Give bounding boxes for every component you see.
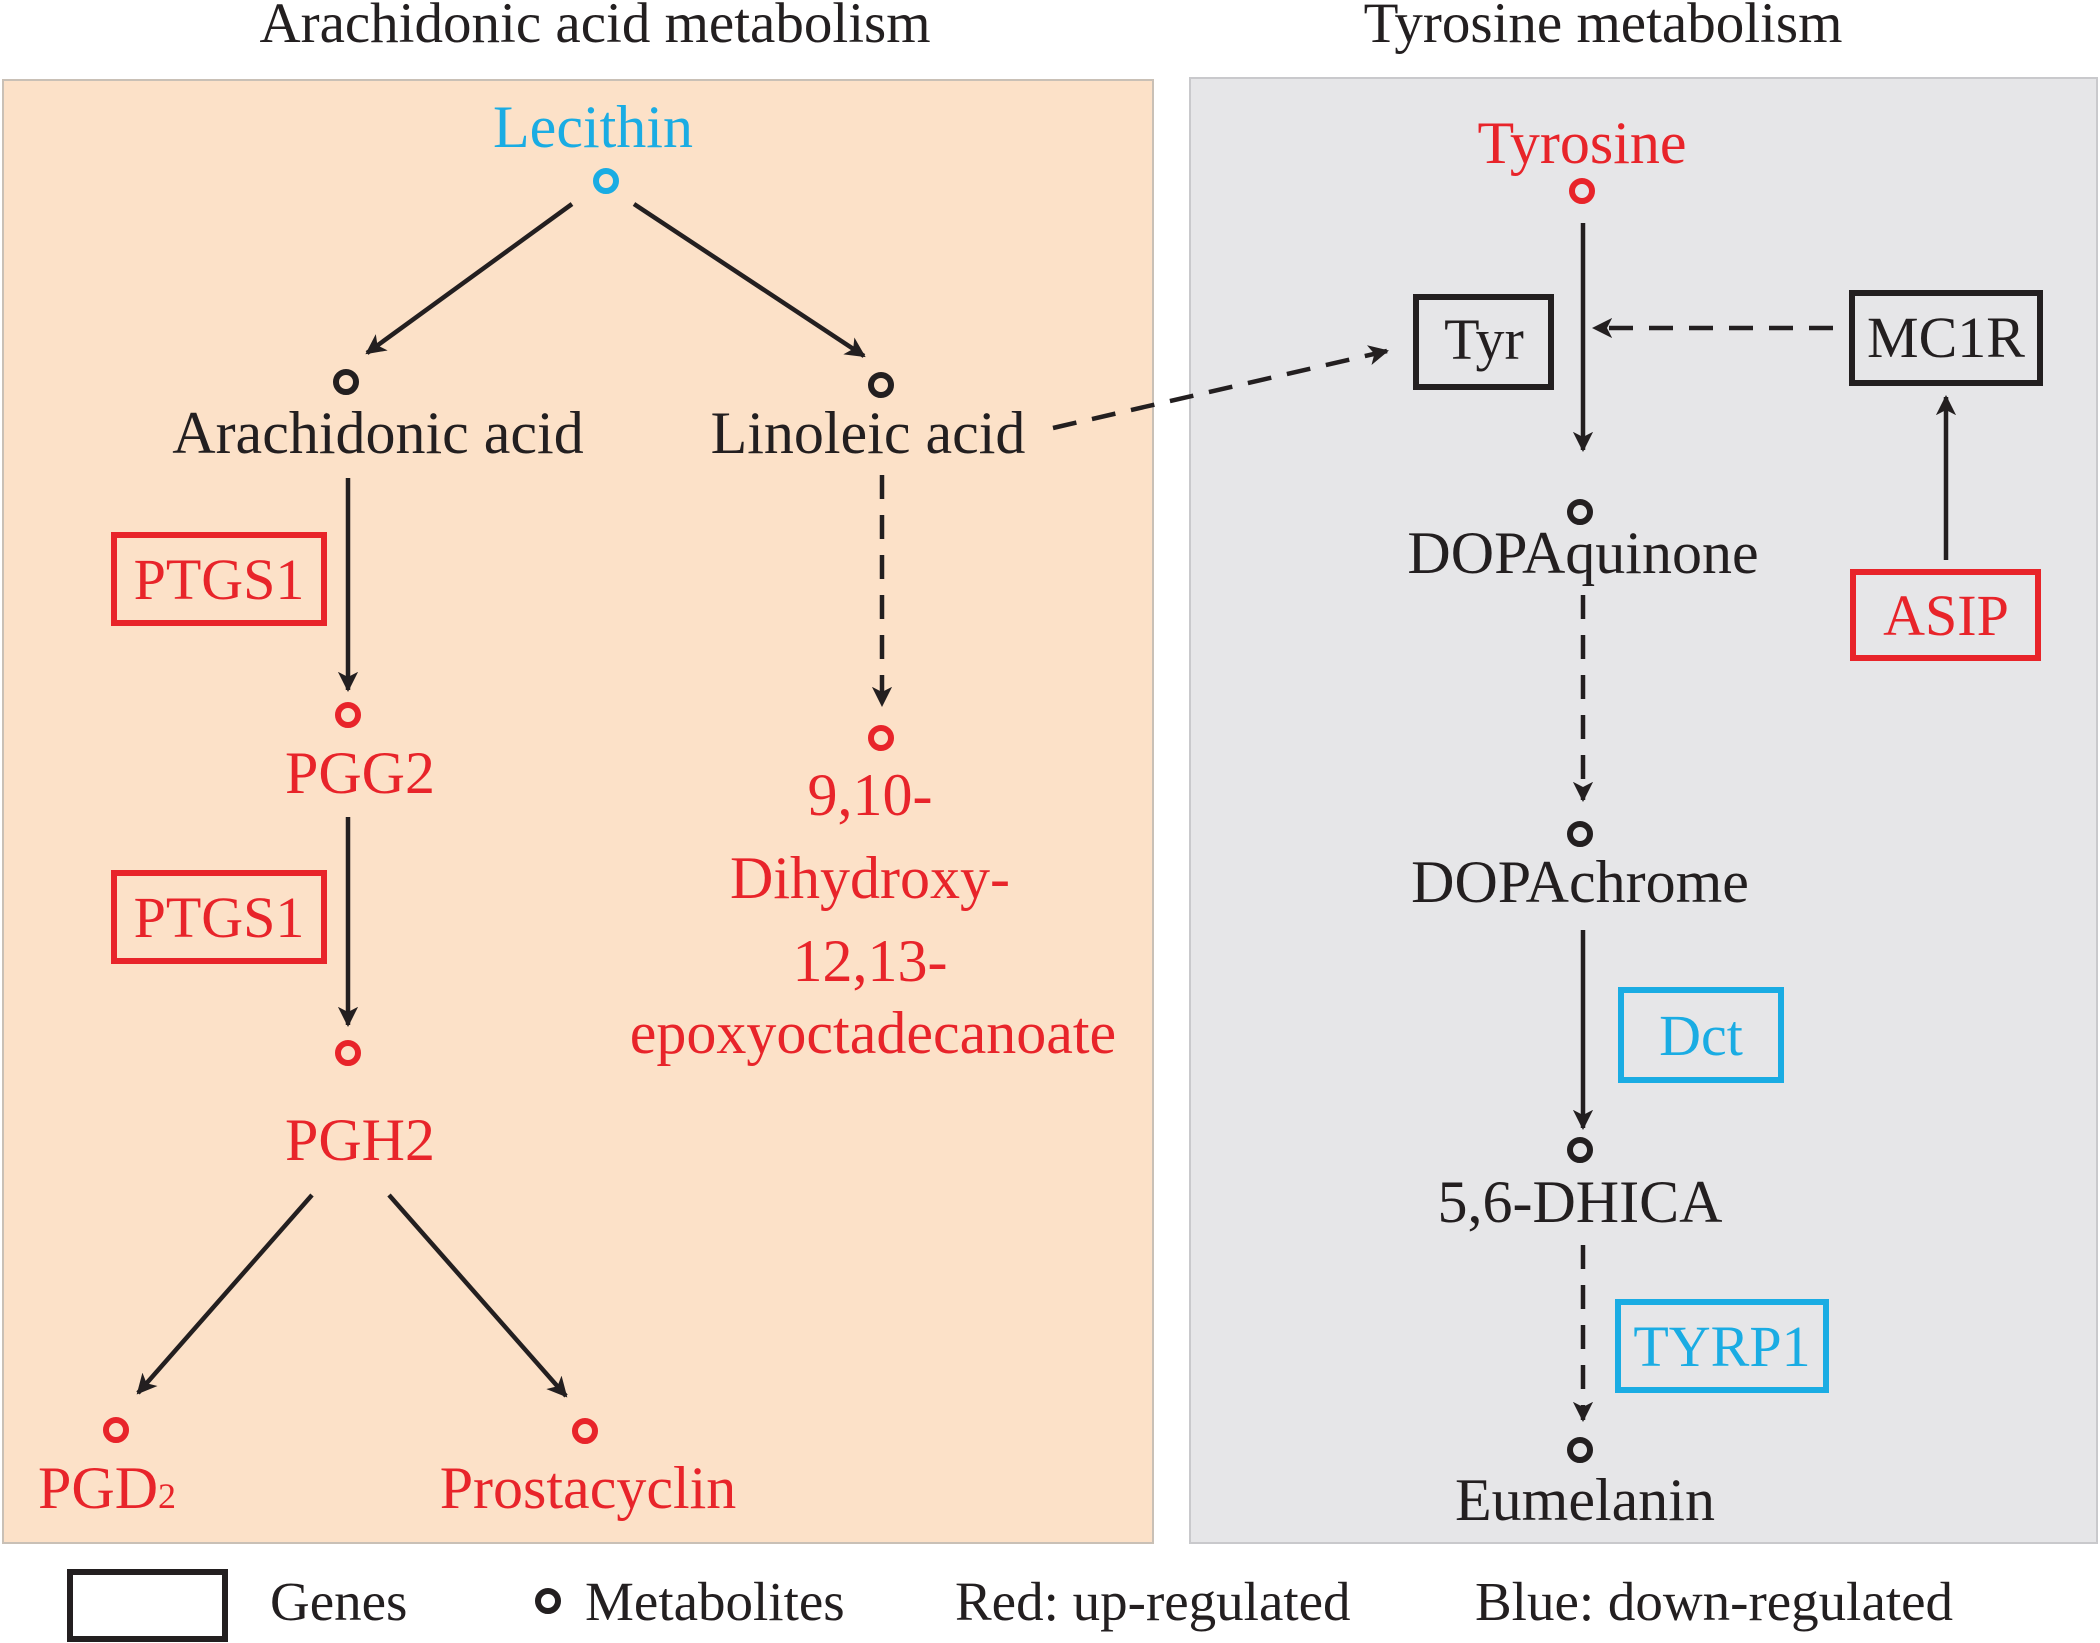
mc1r-gene-box [1849,290,2043,386]
dihydroxy-label-line-2: Dihydroxy- [730,845,1010,911]
ptgs1-gene-box-a [111,532,327,626]
lecithin-label: Lecithin [493,94,693,160]
arachidonic-acid-node [333,369,359,395]
pgd2-label: PGD2 [38,1455,176,1521]
pgd2-label-subscript: 2 [158,1476,176,1516]
tyrosine-label: Tyrosine [1477,110,1686,176]
eumelanin-label: Eumelanin [1455,1467,1715,1533]
dct-gene-label: Dct [1659,1003,1743,1068]
lecithin-node [593,168,619,194]
asip-gene-label: ASIP [1883,583,2009,648]
dopachrome-label: DOPAchrome [1411,849,1749,915]
legend-metabolite-swatch [535,1588,561,1614]
pgg2-label: PGG2 [285,740,435,806]
prostacyclin-node [572,1418,598,1444]
tyrp1-gene-box [1615,1299,1829,1393]
pgh2-node [335,1040,361,1066]
tyrosine-panel-title: Tyrosine metabolism [1364,0,1843,55]
pgd2-node [103,1417,129,1443]
legend-blue-label: Blue: down-regulated [1475,1571,1953,1632]
prostacyclin-label: Prostacyclin [440,1455,737,1521]
ptgs1-gene-label-b: PTGS1 [134,885,305,950]
tyr-gene-box [1413,294,1554,390]
dct-gene-box [1618,987,1784,1083]
tyrosine-node [1569,178,1595,204]
dhica-label: 5,6-DHICA [1438,1169,1723,1235]
tyrosine-panel [1189,77,2098,1544]
arachidonic-acid-label: Arachidonic acid [172,400,583,466]
dhica-node [1567,1137,1593,1163]
linoleic-acid-node [868,372,894,398]
legend-genes-label: Genes [270,1571,407,1632]
ptgs1-gene-label-a: PTGS1 [134,547,305,612]
dopachrome-node [1567,821,1593,847]
dopaquinone-node [1567,499,1593,525]
legend-gene-box-swatch [67,1569,228,1642]
dihydroxy-label-line-4: epoxyoctadecanoate [630,1000,1116,1066]
dopaquinone-label: DOPAquinone [1407,520,1758,586]
arachidonic-panel [2,79,1154,1544]
pgg2-node [335,702,361,728]
linoleic-acid-label: Linoleic acid [711,400,1026,466]
arrow-pgh2-pgd2 [136,1193,314,1395]
dihydroxy-label-line-3: 12,13- [793,928,948,994]
legend-metabolites-label: Metabolites [585,1571,845,1632]
arrow-pgh2-prostacyclin [387,1193,568,1398]
tyrp1-gene-label: TYRP1 [1633,1314,1810,1379]
arrow-lecithin-arachidonic [365,202,574,355]
tyr-gene-label: Tyr [1444,307,1524,372]
pgd2-label-main: PGD [38,1455,158,1521]
arrow-lecithin-linoleic [632,202,866,358]
arachidonic-panel-title: Arachidonic acid metabolism [259,0,930,55]
eumelanin-node [1567,1437,1593,1463]
pgh2-label: PGH2 [285,1107,435,1173]
dihydroxy-label-line-1: 9,10- [808,762,933,828]
legend-red-label: Red: up-regulated [955,1571,1351,1632]
dihydroxy-node [868,725,894,751]
dashed-arrow-linoleic-tyr [1052,345,1389,431]
asip-gene-box [1850,569,2041,661]
mc1r-gene-label: MC1R [1867,305,2025,370]
ptgs1-gene-box-b [111,870,327,964]
